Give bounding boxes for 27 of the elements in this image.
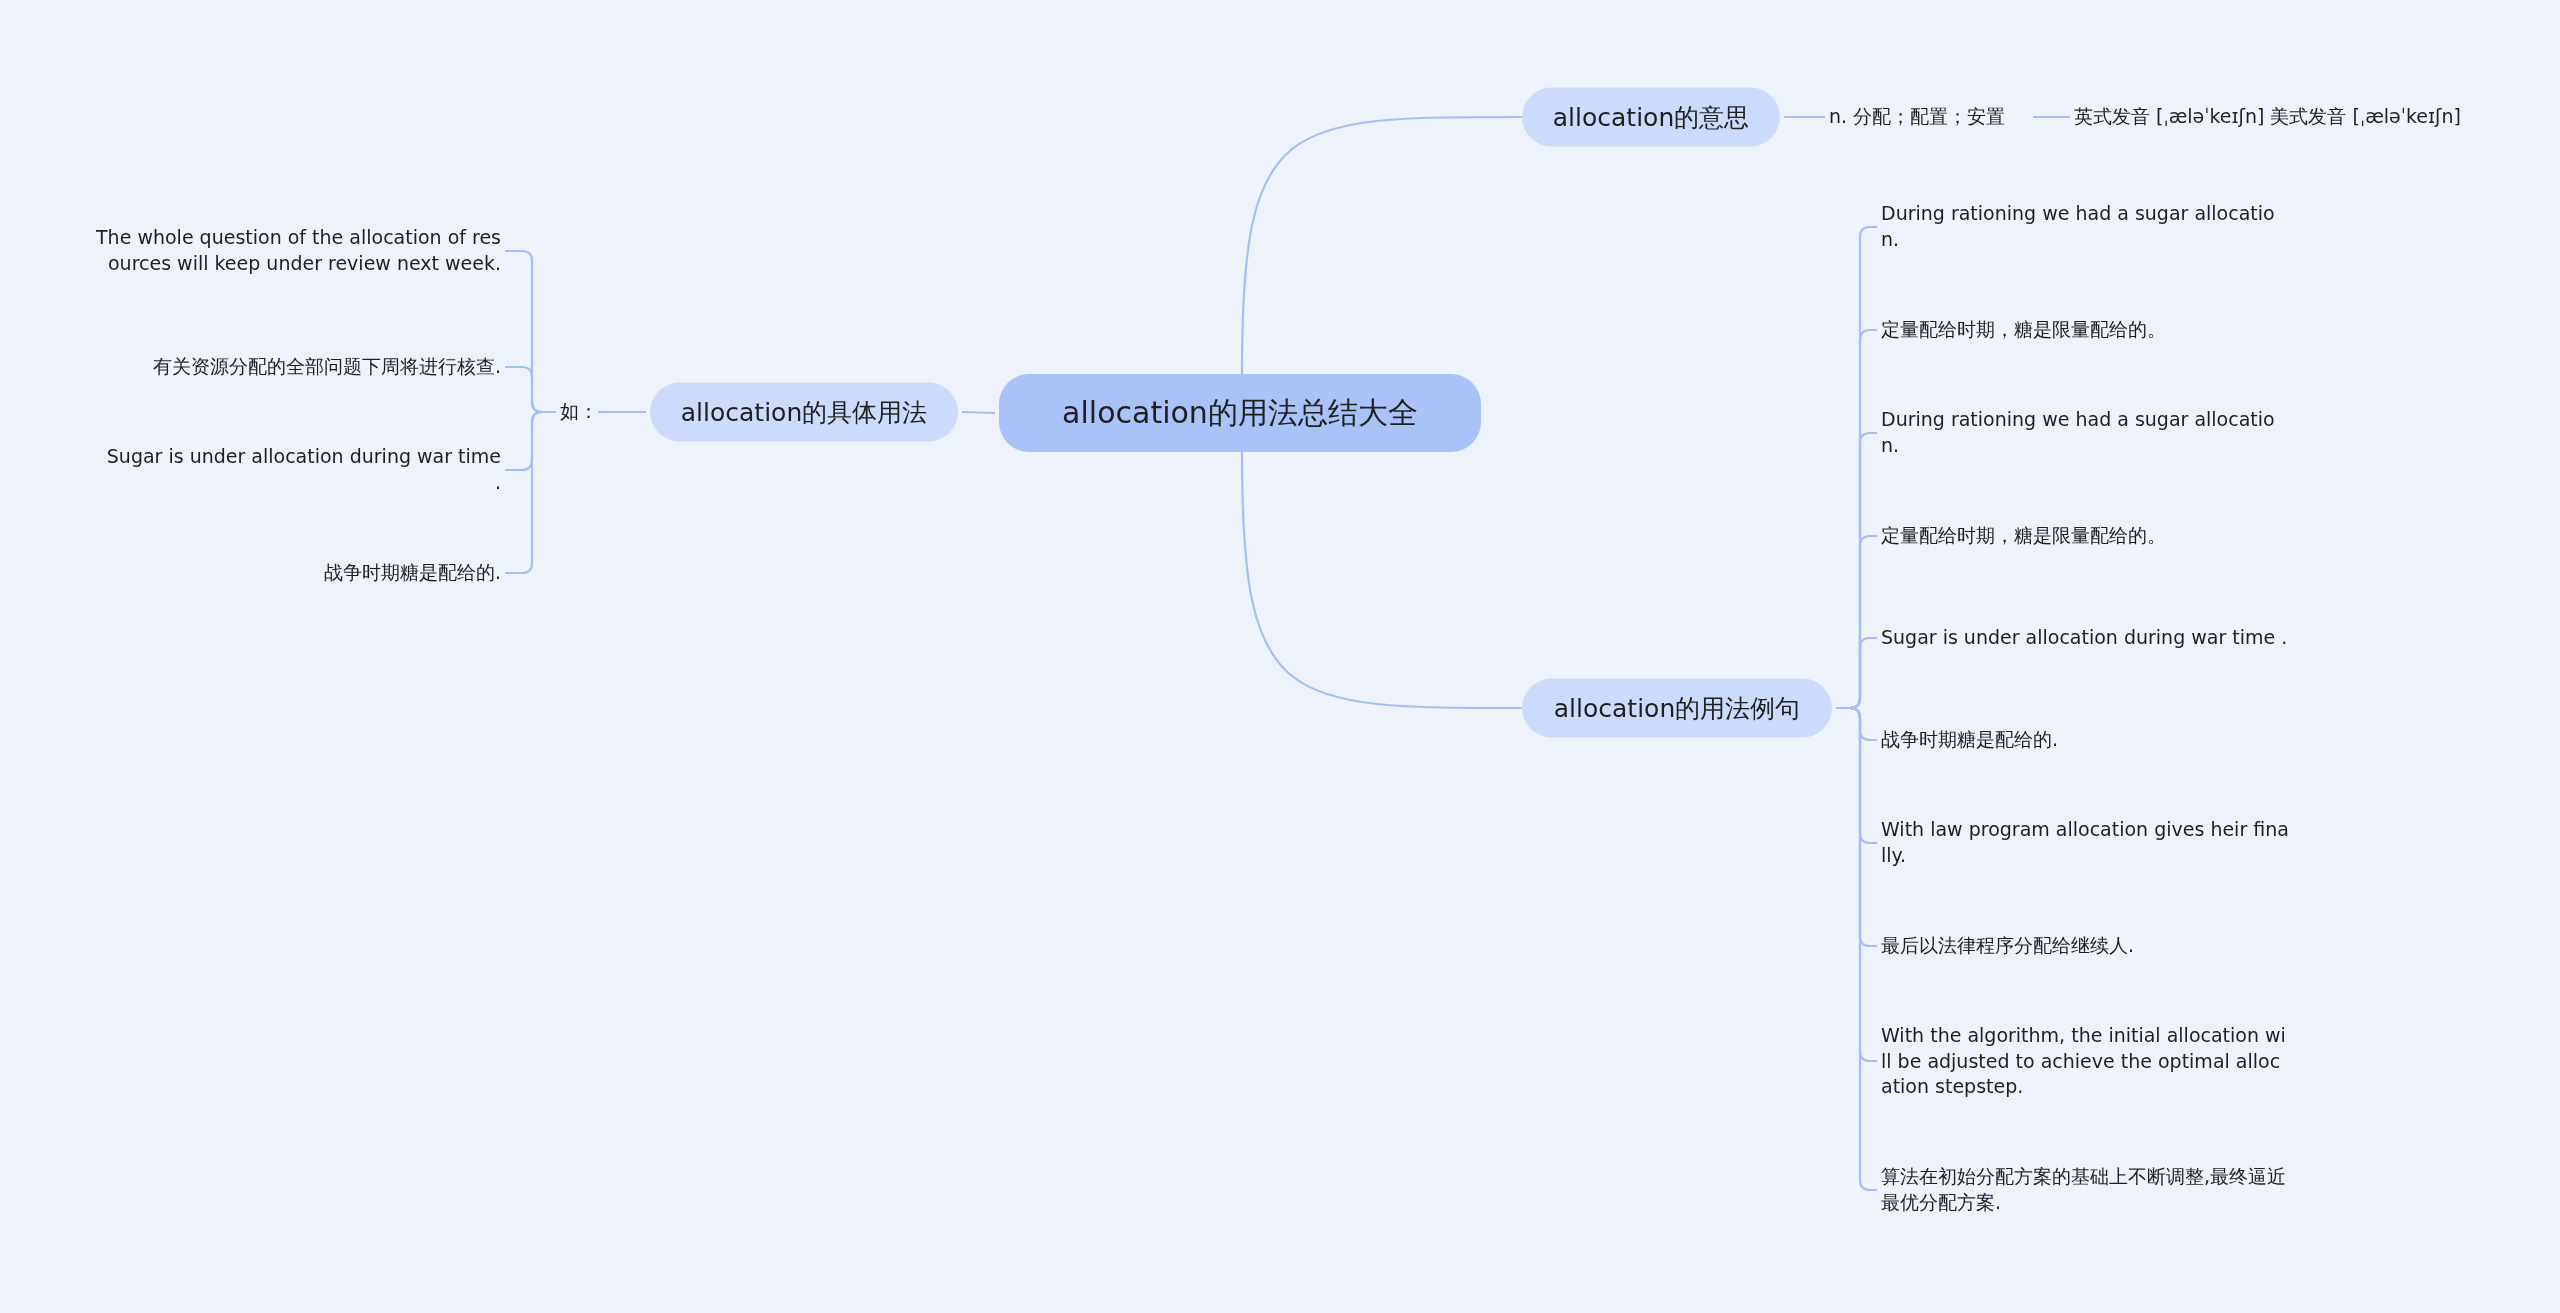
- topic-text: During rationing we had a sugar allocation.: [1881, 407, 2291, 459]
- topic-text: Sugar is under allocation during war time .: [96, 444, 501, 496]
- connector-line: [598, 410, 646, 414]
- connector-line: [1240, 115, 1522, 374]
- topic-text: During rationing we had a sugar allocation.: [1881, 201, 2291, 253]
- topic-text: 战争时期糖是配给的.: [96, 560, 501, 586]
- central-topic: allocation的用法总结大全: [999, 374, 1481, 452]
- topic-text: 战争时期糖是配给的.: [1881, 727, 2291, 753]
- connector-line: [2033, 115, 2070, 119]
- branch-topic: allocation的具体用法: [650, 382, 958, 442]
- topic-text: Sugar is under allocation during war time .: [1881, 625, 2291, 651]
- connector-line: [1784, 115, 1825, 119]
- topic-text: 最后以法律程序分配给继续人.: [1881, 933, 2291, 959]
- connector-line: [1240, 452, 1522, 710]
- topic-text: 算法在初始分配方案的基础上不断调整,最终逼近最优分配方案.: [1881, 1164, 2291, 1216]
- topic-text: 定量配给时期，糖是限量配给的。: [1881, 317, 2291, 343]
- topic-text: With the algorithm, the initial allocation will be adjusted to achieve the optimal allocation stepstep.: [1881, 1022, 2291, 1100]
- topic-text: n. 分配；配置；安置: [1829, 104, 2029, 130]
- branch-topic: allocation的意思: [1522, 87, 1780, 147]
- topic-text: 英式发音 [ˌæləˈkeɪʃn] 美式发音 [ˌæləˈkeɪʃn]: [2074, 104, 2534, 130]
- branch-topic: allocation的用法例句: [1522, 678, 1832, 738]
- topic-text: The whole question of the allocation of resources will keep under review next week.: [96, 225, 501, 277]
- topic-text: 定量配给时期，糖是限量配给的。: [1881, 523, 2291, 549]
- topic-text: With law program allocation gives heir finally.: [1881, 817, 2291, 869]
- topic-text: 如：: [560, 399, 594, 425]
- connector-line: [961, 410, 996, 415]
- topic-text: 有关资源分配的全部问题下周将进行核查.: [96, 354, 501, 380]
